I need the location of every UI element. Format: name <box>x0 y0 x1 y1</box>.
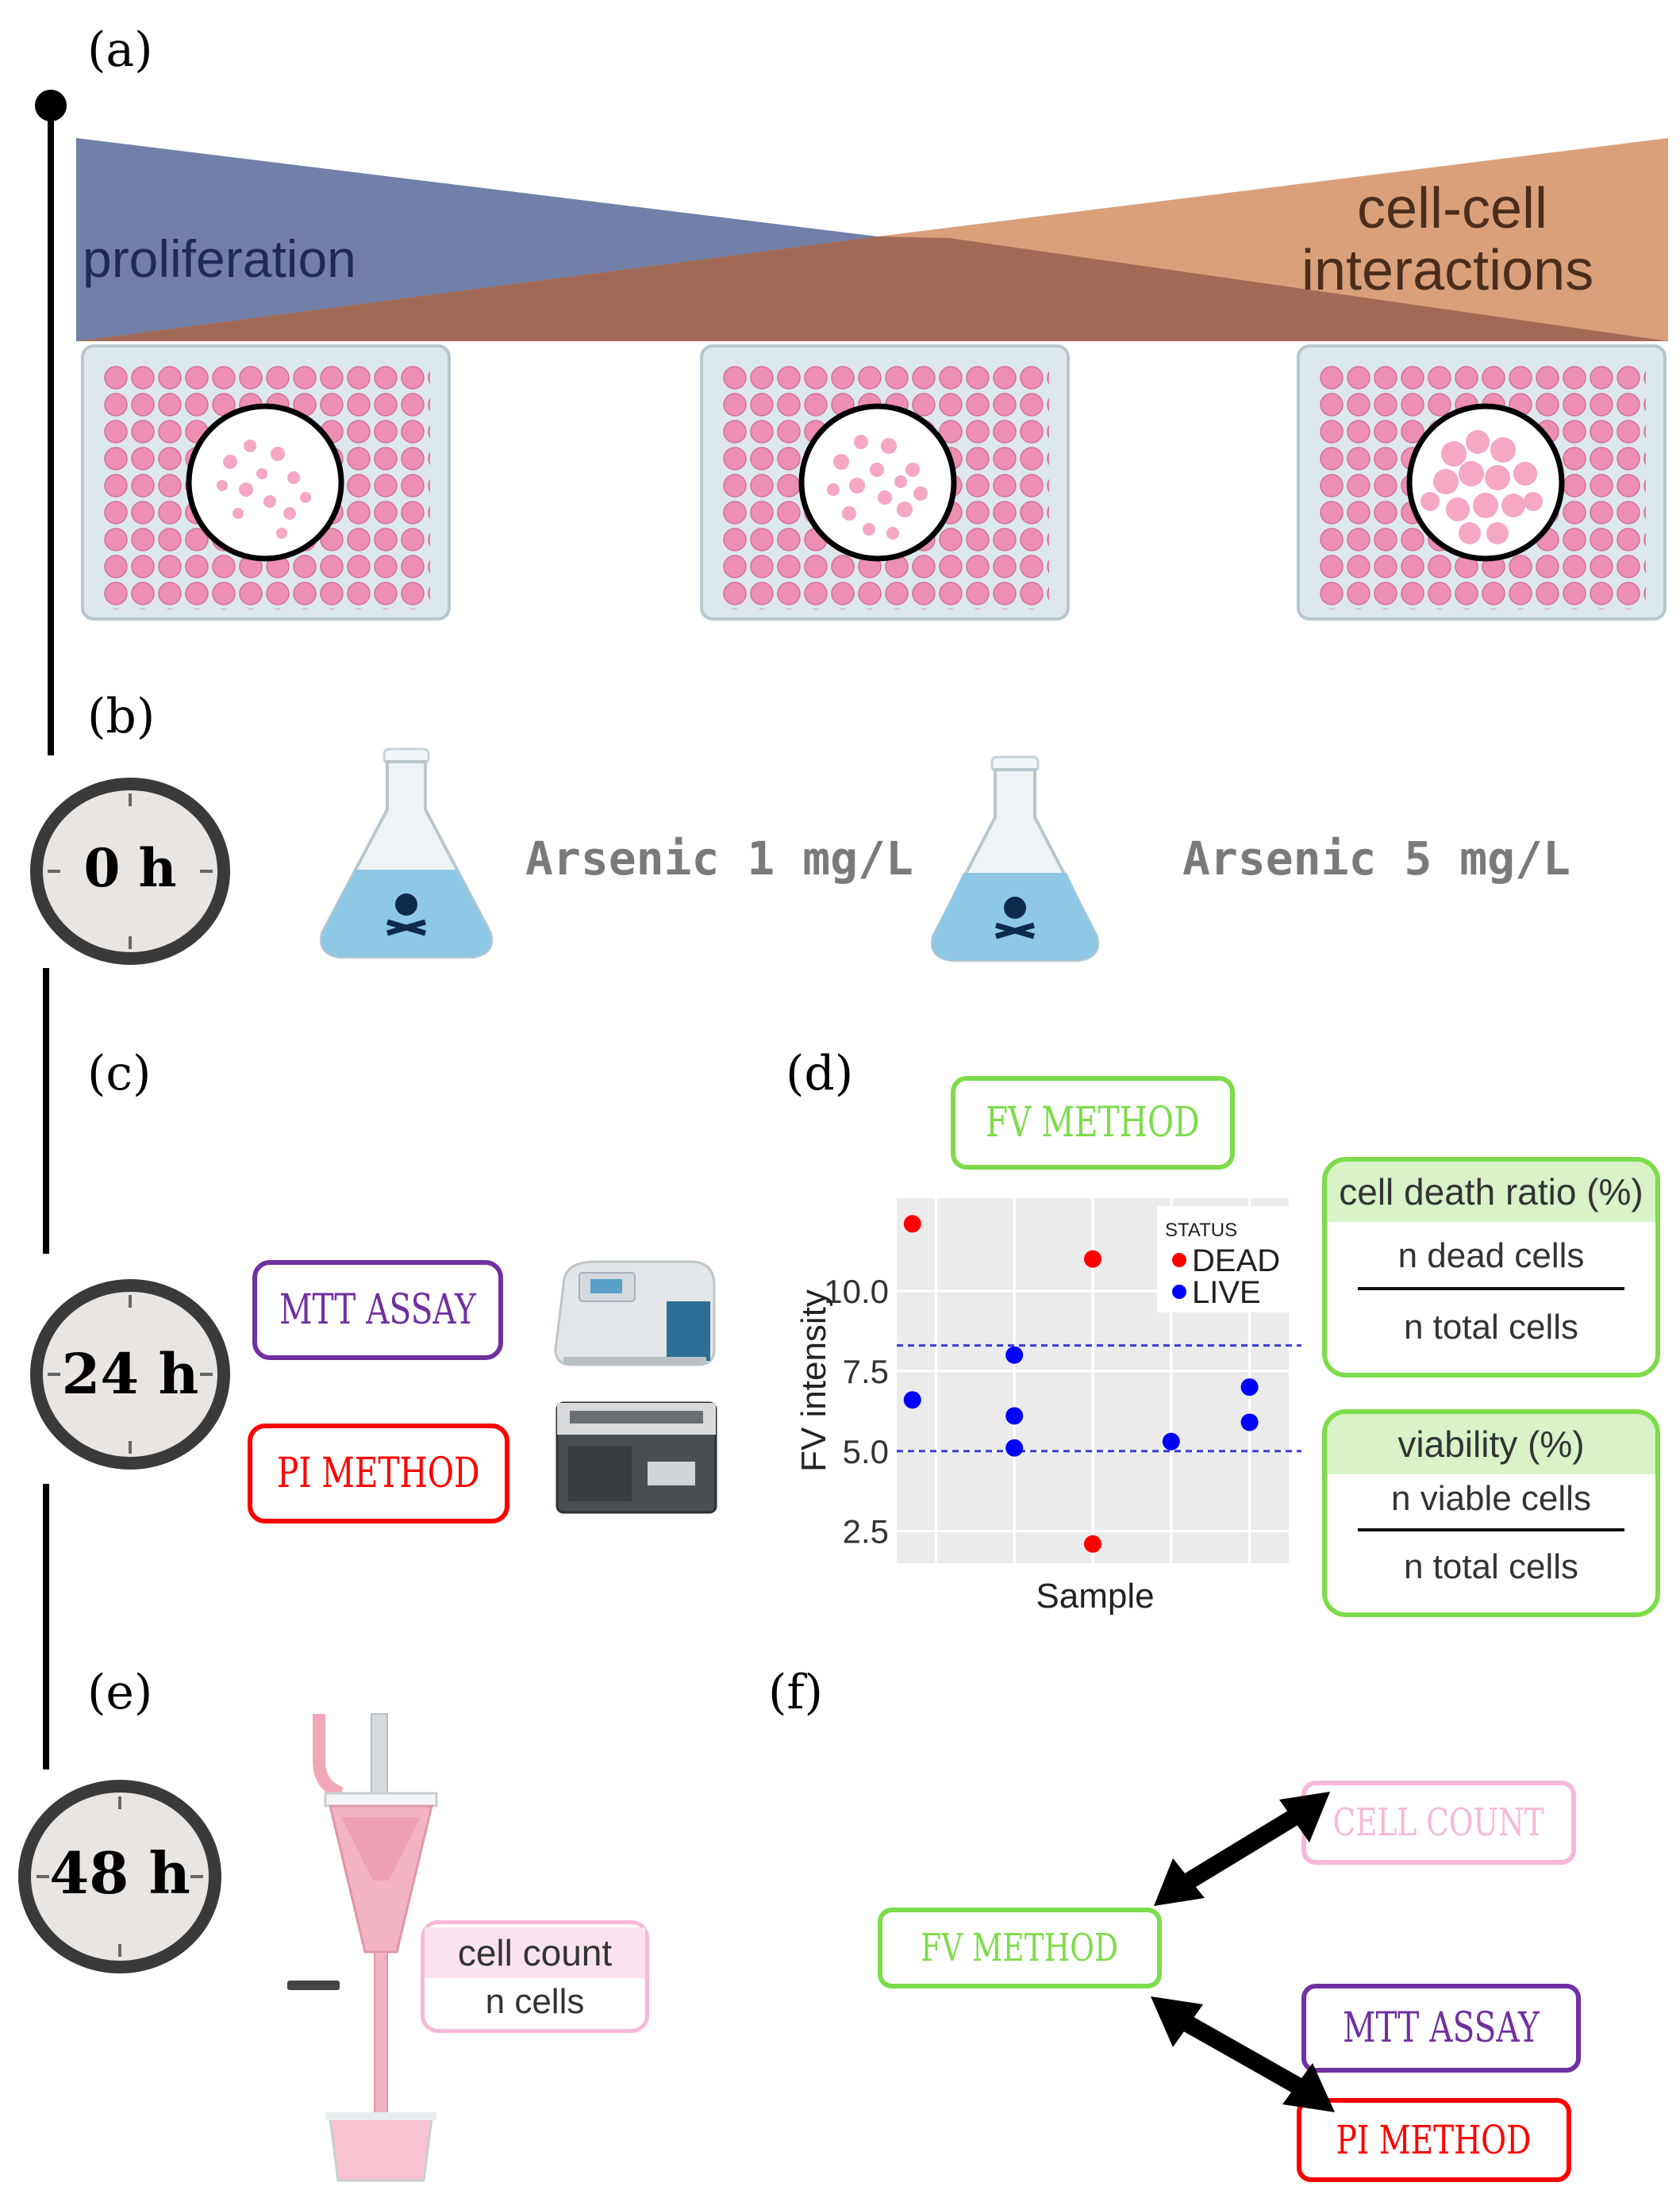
live-point <box>1240 1378 1259 1397</box>
clock-icon-0h <box>30 778 230 965</box>
well-plate-1 <box>81 344 451 621</box>
viability-title: viability (%) <box>1327 1414 1655 1474</box>
flask-icon-1 <box>320 747 493 959</box>
fv-method-box-d: FV METHOD <box>951 1076 1235 1170</box>
chart-y-ticks: 2.5 5.0 7.5 10.0 <box>824 1273 889 1550</box>
live-point <box>1240 1413 1259 1431</box>
time-label-0h: 0 h <box>83 837 177 899</box>
mtt-assay-box: MTT ASSAY <box>252 1260 503 1360</box>
y-tick-label: 5.0 <box>843 1433 889 1470</box>
live-point <box>1005 1407 1024 1425</box>
spectrophotometer-icon <box>554 1260 716 1366</box>
cell-death-ratio-box: cell death ratio (%) n dead cells n tota… <box>1322 1157 1660 1377</box>
dead-point <box>903 1215 921 1233</box>
arsenic-5-label: Arsenic 5 mg/L <box>1182 832 1570 886</box>
proliferation-label: proliferation <box>83 229 356 288</box>
clock-icon-24h <box>30 1279 230 1470</box>
cell-count-label-f: CELL COUNT <box>1332 1800 1545 1845</box>
interactions-label: interactions <box>1301 239 1594 302</box>
plate-reader-icon <box>556 1401 717 1514</box>
dead-point <box>1084 1535 1101 1553</box>
y-tick-label: 7.5 <box>843 1353 889 1390</box>
timeline <box>35 90 67 1769</box>
live-point <box>903 1391 921 1409</box>
cell-cell-label: cell-cell <box>1357 177 1548 240</box>
chart-points <box>903 1215 1259 1553</box>
cell-count-title-e: cell count <box>425 1927 645 1978</box>
chart-ylabel: FV intensity <box>794 1289 833 1472</box>
cell-count-box-e: cell count n cells <box>421 1920 649 2033</box>
live-point <box>1005 1439 1024 1457</box>
mtt-assay-label-f: MTT ASSAY <box>1343 2004 1540 2052</box>
chart-xlabel: Sample <box>1036 1577 1154 1616</box>
pi-method-box-f: PI METHOD <box>1297 2098 1571 2182</box>
double-arrow-icon-lower <box>1151 1996 1335 2112</box>
fv-intensity-scatter-chart: 2.5 5.0 7.5 10.0 Sample FV intensity STATUS… <box>794 1198 1301 1616</box>
well-plate-3 <box>1297 344 1667 621</box>
minus-icon <box>287 1981 340 1990</box>
y-tick-label: 2.5 <box>843 1513 889 1550</box>
viability-denominator: n total cells <box>1403 1547 1579 1586</box>
legend-live-marker <box>1172 1285 1186 1299</box>
cell-death-ratio-title: cell death ratio (%) <box>1327 1162 1655 1222</box>
panel-label-a: (a) <box>87 22 153 78</box>
arsenic-1-label: Arsenic 1 mg/L <box>525 832 913 886</box>
panel-label-f: (f) <box>768 1665 824 1720</box>
panel-label-c: (c) <box>87 1046 152 1101</box>
fv-method-label-d: FV METHOD <box>986 1099 1200 1147</box>
viability-box: viability (%) n viable cells n total cel… <box>1322 1409 1660 1617</box>
legend-live-label: LIVE <box>1192 1275 1261 1310</box>
fv-method-box-f: FV METHOD <box>878 1908 1162 1988</box>
flask-icon-5 <box>931 755 1099 962</box>
cell-strainer-icon <box>313 1713 438 2182</box>
pi-method-label-f: PI METHOD <box>1336 2117 1532 2163</box>
legend-dead-label: DEAD <box>1192 1243 1280 1278</box>
mtt-assay-label: MTT ASSAY <box>279 1286 476 1334</box>
double-arrow-icon-upper <box>1154 1792 1330 1906</box>
live-point <box>1162 1432 1180 1450</box>
panel-label-d: (d) <box>786 1046 854 1101</box>
pi-method-label: PI METHOD <box>277 1450 480 1497</box>
chart-legend-title: STATUS <box>1165 1220 1237 1241</box>
viability-numerator: n viable cells <box>1391 1479 1591 1518</box>
cell-count-value-e: n cells <box>485 1982 585 2021</box>
cell-death-numerator: n dead cells <box>1397 1236 1585 1275</box>
legend-dead-marker <box>1172 1253 1186 1267</box>
time-label-48h: 48 h <box>49 1839 190 1907</box>
time-label-24h: 24 h <box>61 1341 199 1407</box>
chart-threshold-lines <box>897 1344 1301 1453</box>
clock-icon-48h <box>18 1780 221 1973</box>
panel-label-e: (e) <box>87 1665 153 1720</box>
panel-label-b: (b) <box>87 689 156 744</box>
cell-count-box-f: CELL COUNT <box>1301 1781 1576 1865</box>
pi-method-box: PI METHOD <box>248 1424 509 1524</box>
dead-point <box>1084 1250 1101 1268</box>
growth-phase-diagram <box>76 138 1668 341</box>
viability-fraction-bar <box>1358 1528 1624 1531</box>
mtt-assay-box-f: MTT ASSAY <box>1301 1984 1581 2073</box>
cell-death-fraction-bar <box>1358 1287 1624 1290</box>
cell-death-denominator: n total cells <box>1403 1308 1579 1347</box>
well-plate-2 <box>700 344 1070 621</box>
live-point <box>1005 1346 1024 1364</box>
y-tick-label: 10.0 <box>824 1273 889 1310</box>
fv-method-label-f: FV METHOD <box>921 1926 1119 1970</box>
